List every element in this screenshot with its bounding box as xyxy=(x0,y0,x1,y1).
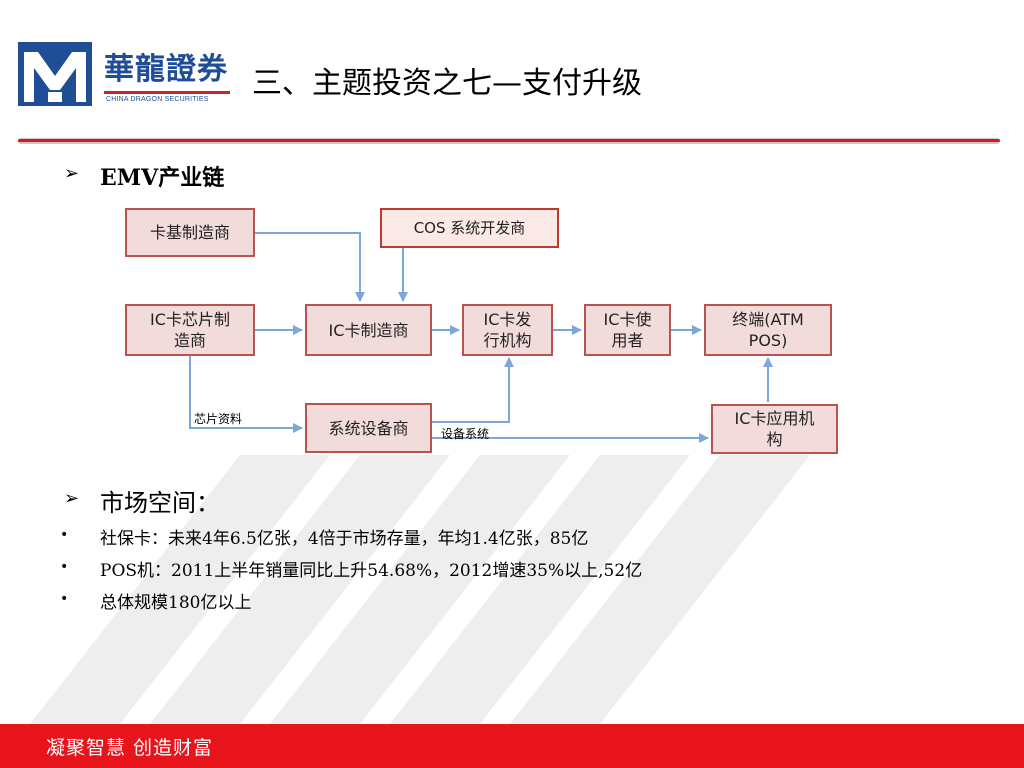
box-ic-card-user-line1: IC卡使 xyxy=(603,310,652,329)
edge-label-chip-data: 芯片资料 xyxy=(194,412,243,426)
brand-block: 華龍證券 CHINA DRAGON SECURITIES xyxy=(104,44,232,108)
section-heading-latin: EMV xyxy=(100,165,159,191)
list-item-text: 社保卡：未来4年6.5亿张，4倍于市场存量，年均1.4亿张，85亿 xyxy=(100,529,589,549)
list-item-text: POS机：2011上半年销量同比上升54.68%，2012增速35%以上,52亿 xyxy=(100,561,643,581)
footer-slogan: 凝聚智慧 创造财富 xyxy=(46,737,214,759)
company-logo-icon xyxy=(18,42,92,106)
arrow-bullet-icon: ➢ xyxy=(64,488,80,509)
section-heading-market: 市场空间： xyxy=(100,489,220,517)
arrow-bullet-icon: ➢ xyxy=(64,163,80,184)
arrow-equipment-to-issuer xyxy=(432,357,514,423)
footer-bar: 凝聚智慧 创造财富 xyxy=(0,724,1024,768)
box-terminal: 终端(ATM POS) xyxy=(704,304,832,356)
box-ic-chip-maker-line2: 造商 xyxy=(173,331,206,350)
brand-english: CHINA DRAGON SECURITIES xyxy=(106,96,209,103)
page-title: 三、主题投资之七—支付升级 xyxy=(252,66,642,101)
header-divider xyxy=(18,138,1000,144)
brand-divider xyxy=(104,91,230,94)
box-card-base-maker: 卡基制造商 xyxy=(125,208,255,257)
section-heading-zh: 产业链 xyxy=(158,166,225,191)
list-item-text: 总体规模180亿以上 xyxy=(100,593,252,613)
box-ic-app-institution: IC卡应用机构 xyxy=(711,404,838,454)
box-ic-chip-maker: IC卡芯片制造商 xyxy=(125,304,255,356)
box-ic-card-user: IC卡使用者 xyxy=(584,304,671,356)
brand-name: 華龍證券 xyxy=(104,52,228,87)
box-card-base-maker-label: 卡基制造商 xyxy=(149,223,230,242)
edge-label-equipment-system: 设备系统 xyxy=(441,427,490,441)
section-heading-emv: EMV产业链 xyxy=(100,160,224,192)
bullet-dot-icon: • xyxy=(60,591,69,607)
arrow-card-base-to-maker xyxy=(255,232,365,302)
box-ic-card-user-line2: 用者 xyxy=(611,331,644,350)
box-ic-chip-maker-line1: IC卡芯片制 xyxy=(150,310,230,329)
box-ic-card-issuer: IC卡发行机构 xyxy=(462,304,553,356)
box-ic-card-issuer-line2: 行机构 xyxy=(483,331,532,350)
box-ic-card-maker-label: IC卡制造商 xyxy=(328,320,409,340)
bullet-dot-icon: • xyxy=(60,559,69,575)
box-ic-app-institution-line2: 构 xyxy=(766,430,783,449)
box-cos-developer: COS 系统开发商 xyxy=(380,208,559,248)
box-system-equipment-label: 系统设备商 xyxy=(328,418,409,438)
box-ic-card-issuer-line1: IC卡发 xyxy=(483,310,532,329)
box-ic-card-maker: IC卡制造商 xyxy=(305,304,432,356)
box-terminal-line2: POS) xyxy=(748,331,788,350)
box-system-equipment: 系统设备商 xyxy=(305,403,432,453)
box-cos-developer-label: COS 系统开发商 xyxy=(413,218,526,237)
box-terminal-line1: 终端(ATM xyxy=(732,310,804,329)
bullet-dot-icon: • xyxy=(60,527,69,543)
arrow-chip-data xyxy=(189,356,303,433)
box-ic-app-institution-line1: IC卡应用机 xyxy=(734,409,815,428)
